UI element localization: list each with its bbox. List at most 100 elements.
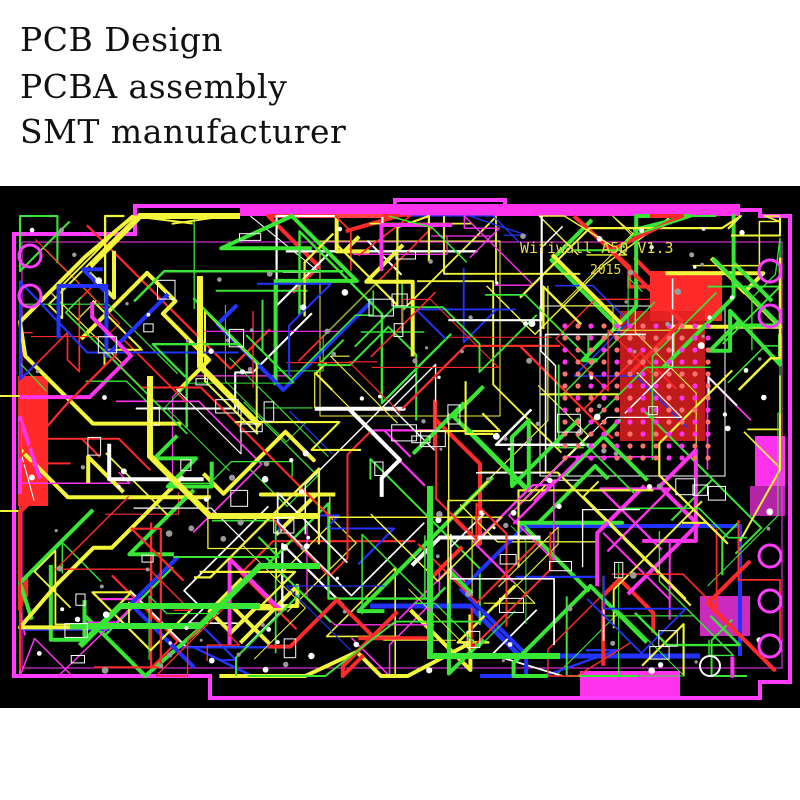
pcb-trace — [471, 518, 536, 604]
bga-pad — [640, 359, 646, 365]
pcb-trace — [710, 618, 748, 677]
pcb-bus-trace — [77, 603, 260, 649]
mounting-hole — [757, 543, 783, 569]
via — [435, 517, 442, 524]
via — [59, 227, 64, 233]
via — [220, 535, 227, 542]
bga-pad — [627, 347, 633, 353]
bga-pad — [679, 371, 685, 377]
mounting-hole — [17, 283, 43, 309]
pcb-trace — [219, 214, 359, 386]
pcb-bus-trace — [70, 563, 320, 629]
via — [495, 281, 499, 285]
pcb-trace — [227, 556, 283, 645]
pcb-trace — [105, 492, 179, 515]
bga-pad — [679, 407, 685, 413]
pcb-trace — [705, 559, 777, 672]
via — [610, 640, 616, 646]
bga-pad — [601, 323, 607, 329]
via — [217, 277, 222, 282]
component-footprint — [549, 561, 572, 572]
via — [589, 375, 594, 380]
bga-pad — [627, 407, 633, 413]
pcb-trace — [608, 214, 685, 374]
via — [120, 468, 127, 475]
pcb-trace — [199, 570, 297, 611]
top-connector-strip — [240, 204, 740, 216]
via — [303, 543, 310, 550]
bga-pad — [575, 335, 581, 341]
via — [302, 450, 309, 457]
pcb-trace — [239, 540, 416, 630]
bga-pad — [614, 407, 620, 413]
via — [425, 346, 429, 350]
bga-pad — [627, 455, 633, 461]
pcb-trace — [463, 215, 535, 286]
via — [116, 484, 121, 489]
bga-pad — [601, 371, 607, 377]
bga-pad — [627, 395, 633, 401]
pcb-trace — [737, 257, 782, 391]
bga-pad — [705, 359, 711, 365]
pcb-trace — [25, 282, 97, 375]
via — [260, 622, 265, 627]
via — [700, 262, 704, 267]
via — [761, 394, 767, 401]
via — [308, 652, 315, 660]
bga-pad — [679, 455, 685, 461]
via — [743, 368, 749, 373]
pcb-trace — [692, 215, 781, 267]
pcb-trace — [557, 364, 584, 449]
pcb-trace — [401, 344, 614, 440]
via — [510, 510, 517, 516]
via — [427, 607, 433, 613]
bga-pad — [601, 431, 607, 437]
pcb-trace — [247, 620, 482, 677]
via — [237, 519, 244, 526]
bga-pad — [614, 323, 620, 329]
component-footprint — [157, 279, 176, 300]
via — [507, 642, 513, 647]
via — [478, 510, 484, 516]
pcb-trace — [164, 382, 294, 472]
blue-trace-bottom — [370, 603, 700, 659]
via — [649, 245, 654, 250]
bga-pad — [640, 335, 646, 341]
bga-pad — [653, 407, 659, 413]
mounting-hole — [757, 588, 783, 614]
via — [503, 522, 509, 529]
bottom-connector — [580, 671, 680, 696]
silkscreen-title: Wifiwall A50 V1.3 — [520, 239, 674, 257]
via — [766, 508, 774, 516]
pcb-trace — [706, 375, 752, 470]
bga-pad — [614, 419, 620, 425]
via — [701, 227, 706, 231]
via — [757, 357, 762, 361]
via — [707, 315, 712, 320]
bga-pad — [601, 395, 607, 401]
via — [262, 666, 269, 673]
pcb-trace — [56, 283, 170, 358]
pcb-trace — [626, 448, 700, 596]
mounting-hole — [757, 303, 783, 329]
pcb-trace — [543, 649, 619, 678]
via — [593, 413, 601, 421]
via — [486, 477, 491, 482]
headline-line-pcb-design: PCB Design — [20, 20, 224, 59]
bga-pad — [705, 335, 711, 341]
pcb-trace — [207, 487, 328, 580]
component-footprint — [263, 401, 275, 422]
bga-pad — [666, 431, 672, 437]
via — [247, 367, 253, 372]
pcb-trace — [707, 353, 781, 587]
bga-pad — [562, 395, 568, 401]
pcb-trace — [550, 253, 623, 325]
pcb-trace — [415, 268, 516, 344]
via — [239, 369, 246, 375]
component-footprint — [368, 298, 394, 317]
via — [546, 477, 553, 484]
pcb-bus-trace — [147, 376, 320, 519]
pcb-trace — [571, 215, 717, 252]
headline-line-pcba-assembly: PCBA assembly — [20, 67, 288, 106]
pcb-trace — [651, 292, 717, 461]
